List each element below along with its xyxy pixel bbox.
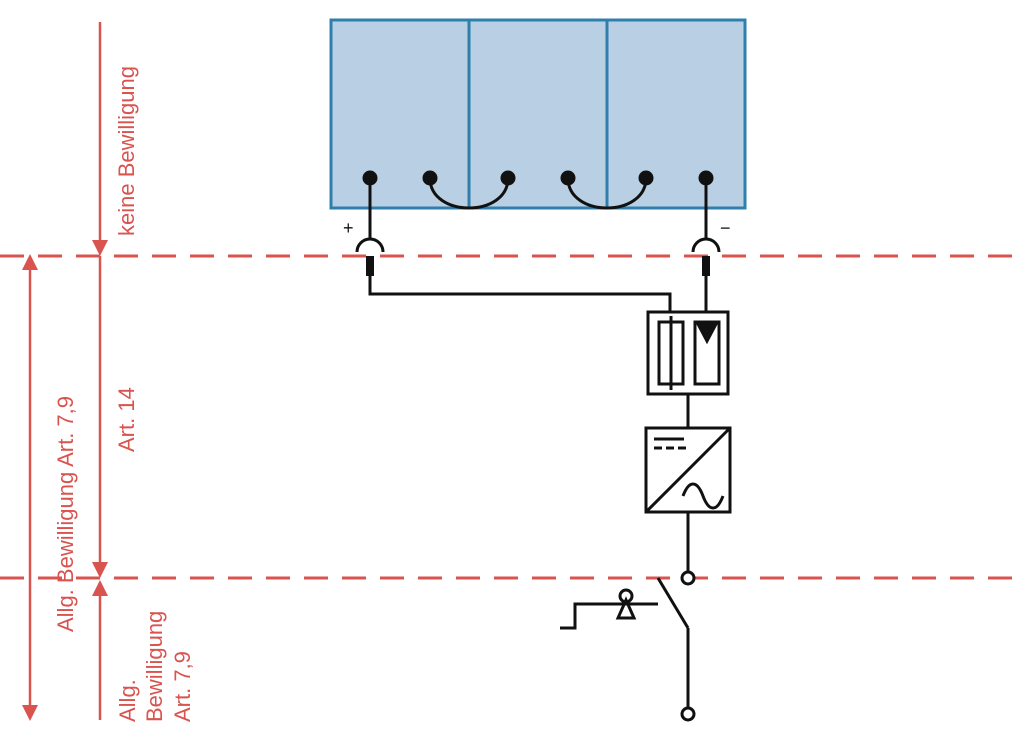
pv-module-icon: [467, 18, 609, 210]
zone-label-top: keine Bewilligung: [114, 66, 139, 236]
key-switch-unit: [560, 512, 696, 722]
key-icon: [615, 596, 637, 620]
dc-leads: [355, 178, 721, 253]
polarity-minus: −: [720, 218, 731, 238]
arrow-head-down-icon: [92, 562, 108, 578]
pv-module-array: [329, 18, 747, 210]
inverter-unit: [644, 394, 732, 514]
ac-symbol-icon: [681, 482, 725, 510]
arrow-head-down-icon: [92, 240, 108, 256]
series-jumper: [566, 177, 648, 210]
inverter-icon: [644, 426, 732, 514]
surge-protector-icon: [693, 320, 721, 386]
connector-icon: [355, 237, 385, 253]
connector-pin-icon: [366, 256, 374, 276]
connector-icon: [691, 237, 721, 253]
module-terminals: [362, 170, 714, 210]
zone-label-bottom-line-1: Allg.: [115, 679, 140, 722]
pv-module-icon: [605, 18, 747, 210]
connector-pin-icon: [702, 256, 710, 276]
pv-module-icon: [329, 18, 471, 210]
zone-label-middle: Art. 14: [114, 387, 139, 452]
switch-contact-icon: [680, 706, 696, 722]
zone-label-left-span: Allg. Bewilligung Art. 7,9: [53, 396, 78, 632]
key-actuator-icon: [560, 602, 594, 630]
arrow-head-up-icon: [22, 254, 38, 270]
zone-label-bottom-line-3: Art. 7,9: [170, 651, 195, 722]
zone-label-bottom-line-2: Bewilligung: [142, 611, 167, 722]
series-jumper: [428, 177, 510, 210]
arrow-head-up-icon: [92, 580, 108, 596]
switch-contact-icon: [680, 570, 696, 586]
arrow-head-down-icon: [22, 705, 38, 721]
dc-protection-box: [646, 310, 730, 396]
surge-protector-icon: [695, 322, 719, 345]
dc-wiring: [368, 276, 708, 312]
switch-lever-icon: [656, 577, 690, 629]
polarity-plus: +: [343, 218, 354, 238]
